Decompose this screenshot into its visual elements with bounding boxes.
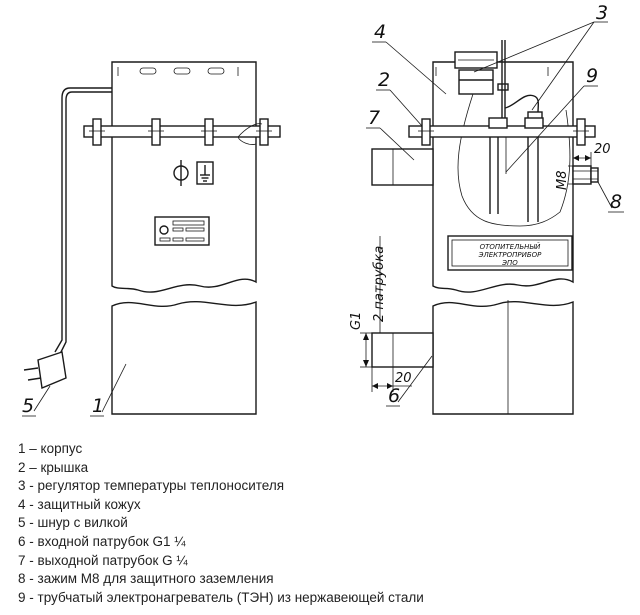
dim-g1: G1 [349,312,364,330]
dimension-texts: 20 M8 G1 2 патрубка 20 [349,142,611,386]
thermostat-regulator [454,40,543,128]
heater-element [489,137,539,222]
plug-icon [23,351,67,389]
outlet-pipe [371,148,434,186]
right-view: ОТОПИТЕЛЬНЫЙ ЭЛЕКТРОПРИБОР ЭПО [371,40,599,415]
vent-slot [139,67,157,75]
power-cord [54,87,112,353]
ground-symbol-icon [173,160,214,186]
dim-20-clamp: 20 [594,142,611,157]
left-cover-outline [111,61,257,293]
legend-item: 6 - входной патрубок G1 ¼ [18,533,186,549]
legend-item: 1 – корпус [18,441,83,456]
flange-bolts [89,118,272,146]
left-body-outline [111,300,257,415]
vent-slot [207,67,225,75]
dim-m8: M8 [555,171,570,191]
callout-9: 9 [586,65,598,87]
callout-6: 6 [388,385,400,407]
legend-item: 9 - трубчатый электронагреватель (ТЭН) и… [18,589,424,605]
legend-item: 5 - шнур с вилкой [18,515,128,531]
callout-3: 3 [596,2,608,24]
callouts: 1 5 2 4 7 3 9 8 6 [22,2,624,417]
ground-clamp [572,165,599,185]
legend-item: 4 - защитный кожух [18,496,141,512]
nameplate-line2: ЭЛЕКТРОПРИБОР [478,251,543,259]
inlet-pipe [371,332,434,368]
technical-drawing: ОТОПИТЕЛЬНЫЙ ЭЛЕКТРОПРИБОР ЭПО [22,2,624,417]
legend-item: 8 - зажим М8 для защитного заземления [18,571,274,587]
dimension-lines [360,152,592,392]
callout-4: 4 [374,21,386,43]
cutaway-edge [457,93,571,227]
callout-7: 7 [368,107,380,129]
vent-slot [173,67,191,75]
right-cover-outline [432,61,574,293]
right-body-outline [432,300,574,415]
nameplate-line3: ЭПО [501,259,518,267]
control-panel [154,216,210,246]
legend-item: 2 – крышка [18,459,89,475]
dim-20-inlet: 20 [395,371,412,386]
legend-item: 7 - выходной патрубок G ¼ [18,552,188,568]
legend-list: 1 – корпус 2 – крышка 3 - регулятор темп… [18,440,618,607]
callout-8: 8 [610,191,622,213]
right-flange-bolts [418,117,589,146]
dim-pipe-note: 2 патрубка [372,246,387,322]
nameplate: ОТОПИТЕЛЬНЫЙ ЭЛЕКТРОПРИБОР ЭПО [447,235,573,271]
callout-5: 5 [22,395,34,417]
nameplate-line1: ОТОПИТЕЛЬНЫЙ [480,242,542,251]
left-view [23,61,281,415]
left-flange-bar [83,125,281,138]
legend-item: 3 - регулятор температуры теплоносителя [18,478,285,494]
callout-1: 1 [92,395,104,417]
callout-2: 2 [378,69,390,91]
